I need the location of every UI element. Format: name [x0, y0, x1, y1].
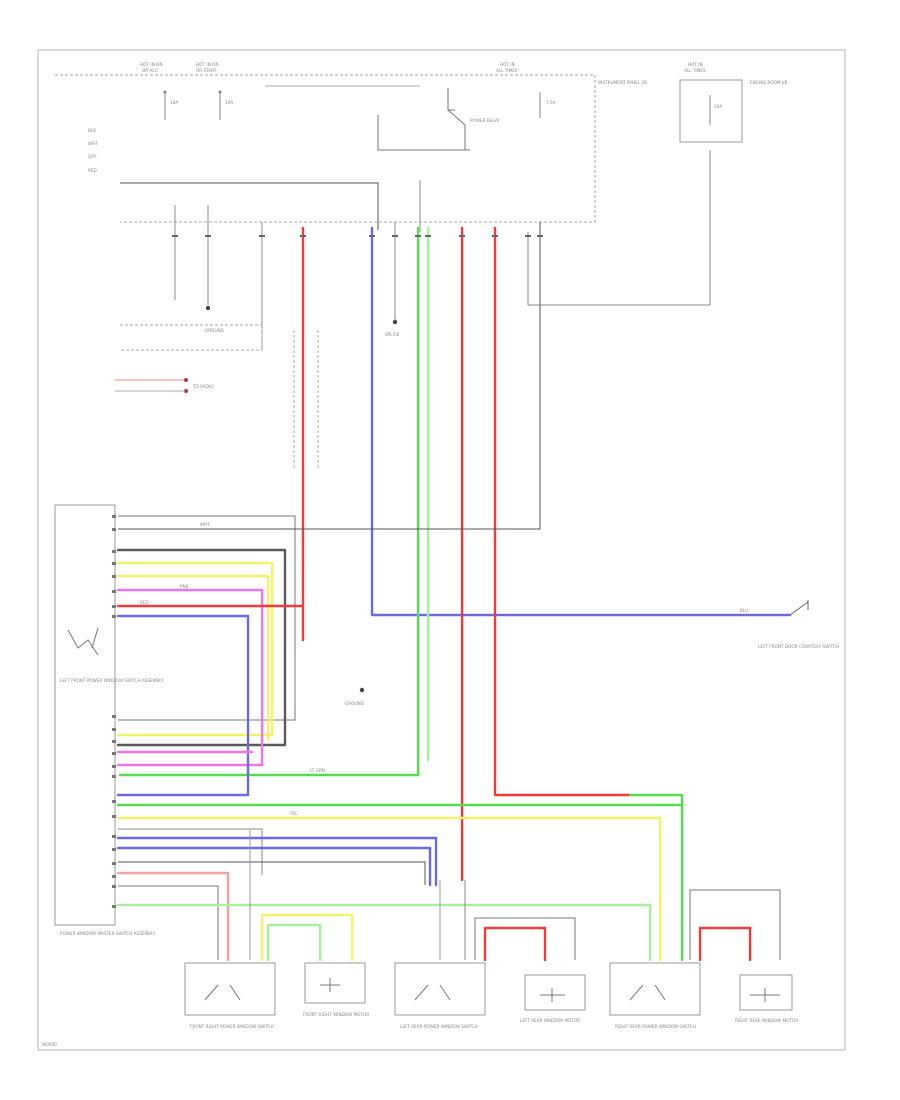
top-fuse-2-label: HOT IN ON	[196, 62, 218, 67]
mod-wire-gray-3	[689, 889, 781, 960]
wire-label-pnk: PNK	[180, 584, 189, 589]
mod-wire-gray-2	[474, 917, 576, 960]
ground-dot-1	[205, 305, 211, 311]
module-front-right-switch: FRONT RIGHT POWER WINDOW SWITCH	[184, 962, 276, 1029]
module-right-rear-switch: RIGHT REAR POWER WINDOW SWITCH	[609, 962, 701, 1029]
wire-label-yel: YEL	[289, 811, 298, 816]
ecu-wire-gray-mid	[249, 830, 441, 960]
svg-text:10A: 10A	[225, 100, 233, 105]
wire-label-red: RED	[140, 600, 149, 605]
ecu-bottom-title: POWER WINDOW MASTER SWITCH ASSEMBLY	[60, 931, 156, 936]
ecu-symbol	[67, 627, 99, 656]
engine-jb-box	[679, 79, 743, 143]
ecu-wire-dark-1	[118, 222, 541, 530]
svg-text:FRONT RIGHT POWER WINDOW SWITC: FRONT RIGHT POWER WINDOW SWITCH	[190, 1024, 274, 1029]
ipjb-label: INSTRUMENT PANEL J/B	[598, 80, 647, 85]
ecu-left-box	[54, 504, 116, 926]
top-fuse-3-label: HOT IN	[500, 62, 515, 67]
ecu-wire-blue-low-1	[116, 836, 438, 887]
mod-wire-green-1	[266, 923, 322, 962]
left-conn-label-4: RED	[88, 168, 97, 173]
module-front-right-motor: FRONT RIGHT WINDOW MOTOR	[303, 962, 369, 1017]
engine-jb-output	[527, 150, 711, 306]
ecu-wire-yellow-low	[116, 816, 662, 962]
svg-text:10A: 10A	[170, 100, 178, 105]
left-conn-label-1: BLK	[88, 128, 96, 133]
svg-text:20A: 20A	[714, 104, 722, 109]
svg-text:LEFT REAR WINDOW MOTOR: LEFT REAR WINDOW MOTOR	[520, 1018, 580, 1023]
wire-label-grn: LT GRN	[310, 768, 325, 773]
courtesy-switch	[789, 600, 809, 616]
wire-red-right	[493, 226, 632, 797]
ecu-wire-dark-low	[118, 861, 426, 885]
ground-dot-3	[359, 687, 365, 693]
top-fuse-3b-label: ALL TIMES	[496, 68, 518, 73]
module-right-rear-motor: RIGHT REAR WINDOW MOTOR	[735, 974, 798, 1023]
ecu-wire-yellow-1	[116, 561, 274, 737]
ecu-wire-blue-low-2	[116, 846, 432, 887]
radio-label: TO RADIO	[192, 384, 214, 389]
ecu-wire-yellow-2	[116, 574, 270, 742]
wire-green-1	[118, 226, 420, 777]
module-left-rear-switch: LEFT REAR POWER WINDOW SWITCH	[394, 962, 486, 1029]
svg-text:POWER RELAY: POWER RELAY	[470, 118, 500, 123]
left-conn-dot-2	[184, 389, 188, 393]
door-courtesy-label: LEFT FRONT DOOR COURTESY SWITCH	[758, 644, 839, 649]
left-conn-dot-1	[184, 378, 188, 382]
diagram-frame	[37, 49, 846, 1051]
top-fuse-2b-label: OR START	[196, 68, 217, 73]
top-fuse-4b-label: ALL TIMES	[684, 68, 706, 73]
wire-green-right	[628, 793, 684, 962]
module-left-rear-motor: LEFT REAR WINDOW MOTOR	[520, 974, 586, 1023]
mod-wire-yellow-1	[260, 913, 354, 962]
top-fuse-1b-label: OR ACC	[142, 68, 158, 73]
ecu-wire-blue-1	[116, 614, 250, 797]
svg-text:RIGHT REAR POWER WINDOW SWITCH: RIGHT REAR POWER WINDOW SWITCH	[615, 1024, 696, 1029]
top-fuse-4-label: HOT IN	[688, 62, 703, 67]
relay: POWER RELAY	[377, 88, 500, 151]
ecu-left-title: LEFT FRONT POWER WINDOW SWITCH ASSEMBLY	[60, 678, 164, 683]
left-dash-line-1	[120, 324, 263, 351]
wire-blue-long	[370, 226, 792, 617]
ecu-wire-red-low	[116, 871, 230, 962]
svg-text:FRONT RIGHT WINDOW MOTOR: FRONT RIGHT WINDOW MOTOR	[303, 1012, 369, 1017]
page-ref: W0000	[42, 1042, 57, 1047]
splice-label: SPLICE	[385, 332, 400, 337]
svg-text:RIGHT REAR WINDOW MOTOR: RIGHT REAR WINDOW MOTOR	[735, 1018, 798, 1023]
wire-pink-loop	[293, 330, 319, 470]
engine-jb-label: ENGINE ROOM J/B	[750, 80, 787, 85]
ecu-wire-gray-low	[118, 828, 263, 875]
fuse-d: 20A	[709, 95, 722, 125]
left-conn-label-3: GRY	[88, 154, 97, 159]
wire-label-wht: WHT	[200, 522, 210, 527]
top-fuse-1-label: HOT IN ON	[140, 62, 162, 67]
ecu-wire-dark-low-2	[118, 885, 219, 960]
ecu-wire-gray-1	[118, 515, 296, 721]
ecu-wire-light-green-low	[116, 903, 652, 962]
ground-label-2: GROUND	[345, 701, 364, 706]
left-conn-label-2: WHT	[88, 141, 98, 146]
ground-label-1: GROUND	[205, 328, 224, 333]
svg-text:LEFT REAR POWER WINDOW SWITCH: LEFT REAR POWER WINDOW SWITCH	[400, 1024, 478, 1029]
ecu-pins	[112, 515, 116, 908]
fuse-a: 10A	[163, 90, 178, 120]
connector-ticks	[172, 235, 543, 237]
ground-dot-2	[392, 319, 398, 325]
fuse-c: 7.5A	[539, 92, 556, 118]
fuse-b: 10A	[218, 90, 233, 120]
mod-wire-red-2	[483, 926, 547, 962]
mod-wire-red-3	[698, 926, 752, 962]
svg-text:7.5A: 7.5A	[546, 100, 556, 105]
ipjb-outline	[55, 74, 596, 223]
ecu-wire-dark-2	[116, 548, 287, 747]
wire-label-blu: BLU	[740, 608, 748, 613]
ecu-wire-magenta-1	[116, 588, 264, 767]
dark-bus	[120, 182, 379, 230]
